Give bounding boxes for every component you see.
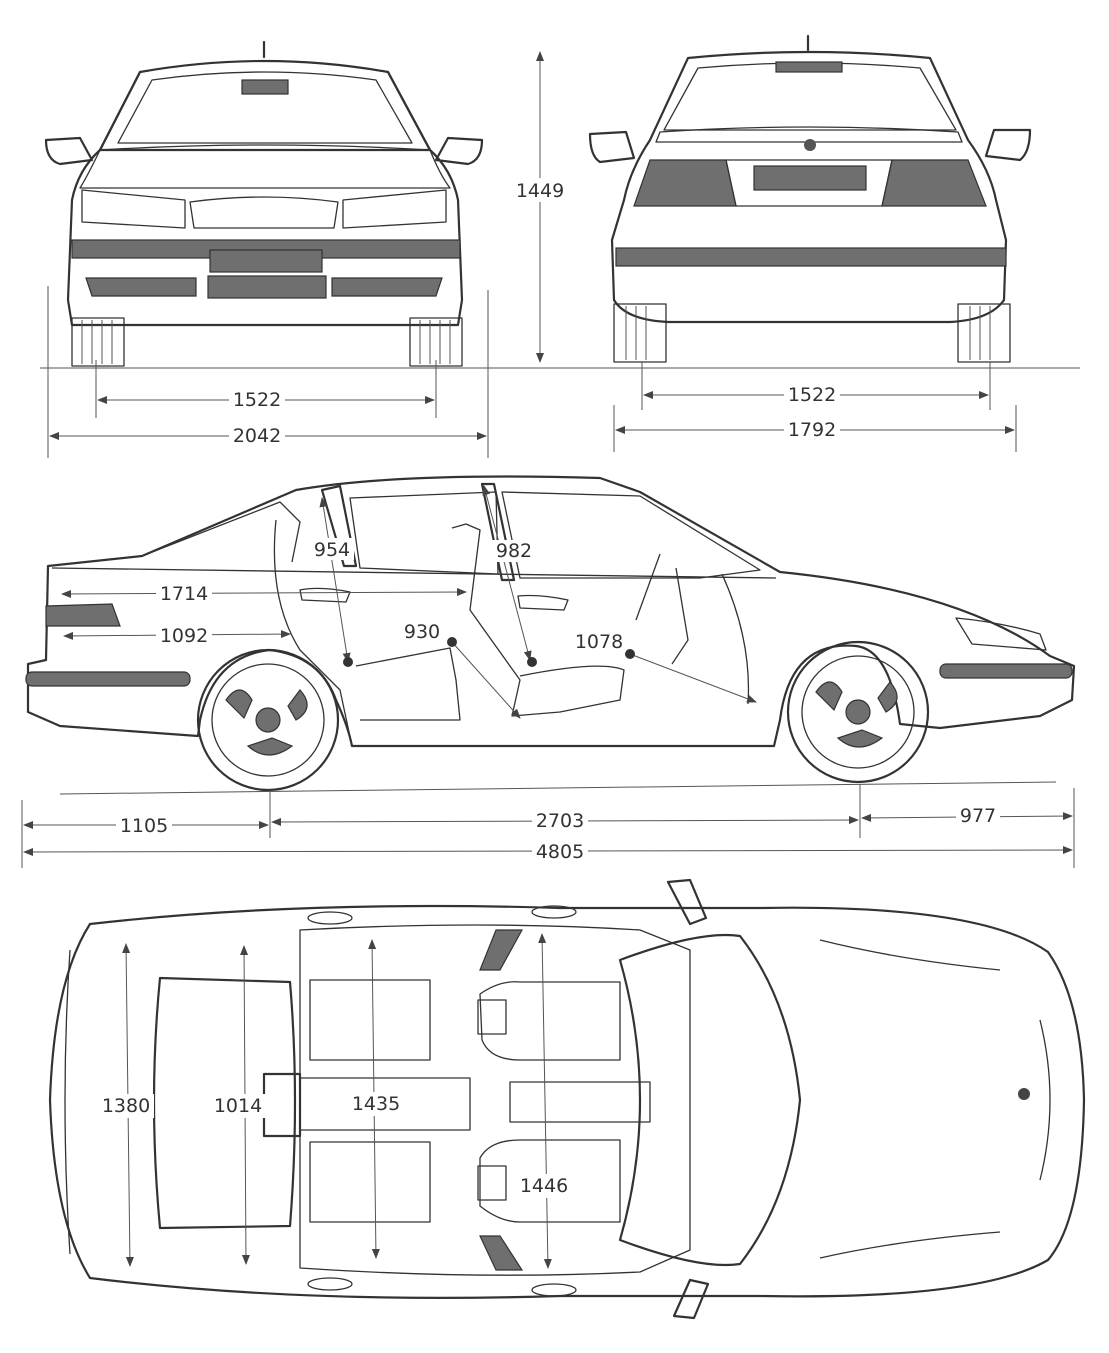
label-overall-length: 4805 xyxy=(536,841,584,863)
label-wheelbase: 2703 xyxy=(536,810,584,832)
label-rear-legroom-short: 1092 xyxy=(160,625,208,647)
label-rear-cabin-width: 1435 xyxy=(352,1093,400,1115)
label-rear-width-outer: 1380 xyxy=(102,1095,150,1117)
label-front-seat-diag: 1078 xyxy=(575,631,623,653)
dimension-labels: 1522 2042 1449 1522 1792 1714 1092 954 9… xyxy=(98,178,1000,1198)
label-rear-legroom-long: 1714 xyxy=(160,583,208,605)
top-dimension-arrows xyxy=(122,933,552,1269)
label-rear-track: 1522 xyxy=(788,384,836,406)
label-body-width: 1792 xyxy=(788,419,836,441)
label-front-track: 1522 xyxy=(233,389,281,411)
label-rear-headroom: 954 xyxy=(314,539,350,561)
label-rear-overhang: 1105 xyxy=(120,815,168,837)
front-view xyxy=(44,40,484,367)
label-front-overhang: 977 xyxy=(960,805,996,827)
label-rear-window-width: 1014 xyxy=(214,1095,262,1117)
label-front-cabin-width: 1446 xyxy=(520,1175,568,1197)
label-front-headroom: 982 xyxy=(496,540,532,562)
label-height: 1449 xyxy=(516,180,564,202)
rear-view xyxy=(588,34,1032,363)
label-front-width: 2042 xyxy=(233,425,281,447)
label-rear-seat-diag: 930 xyxy=(404,621,440,643)
top-view xyxy=(48,878,1086,1320)
